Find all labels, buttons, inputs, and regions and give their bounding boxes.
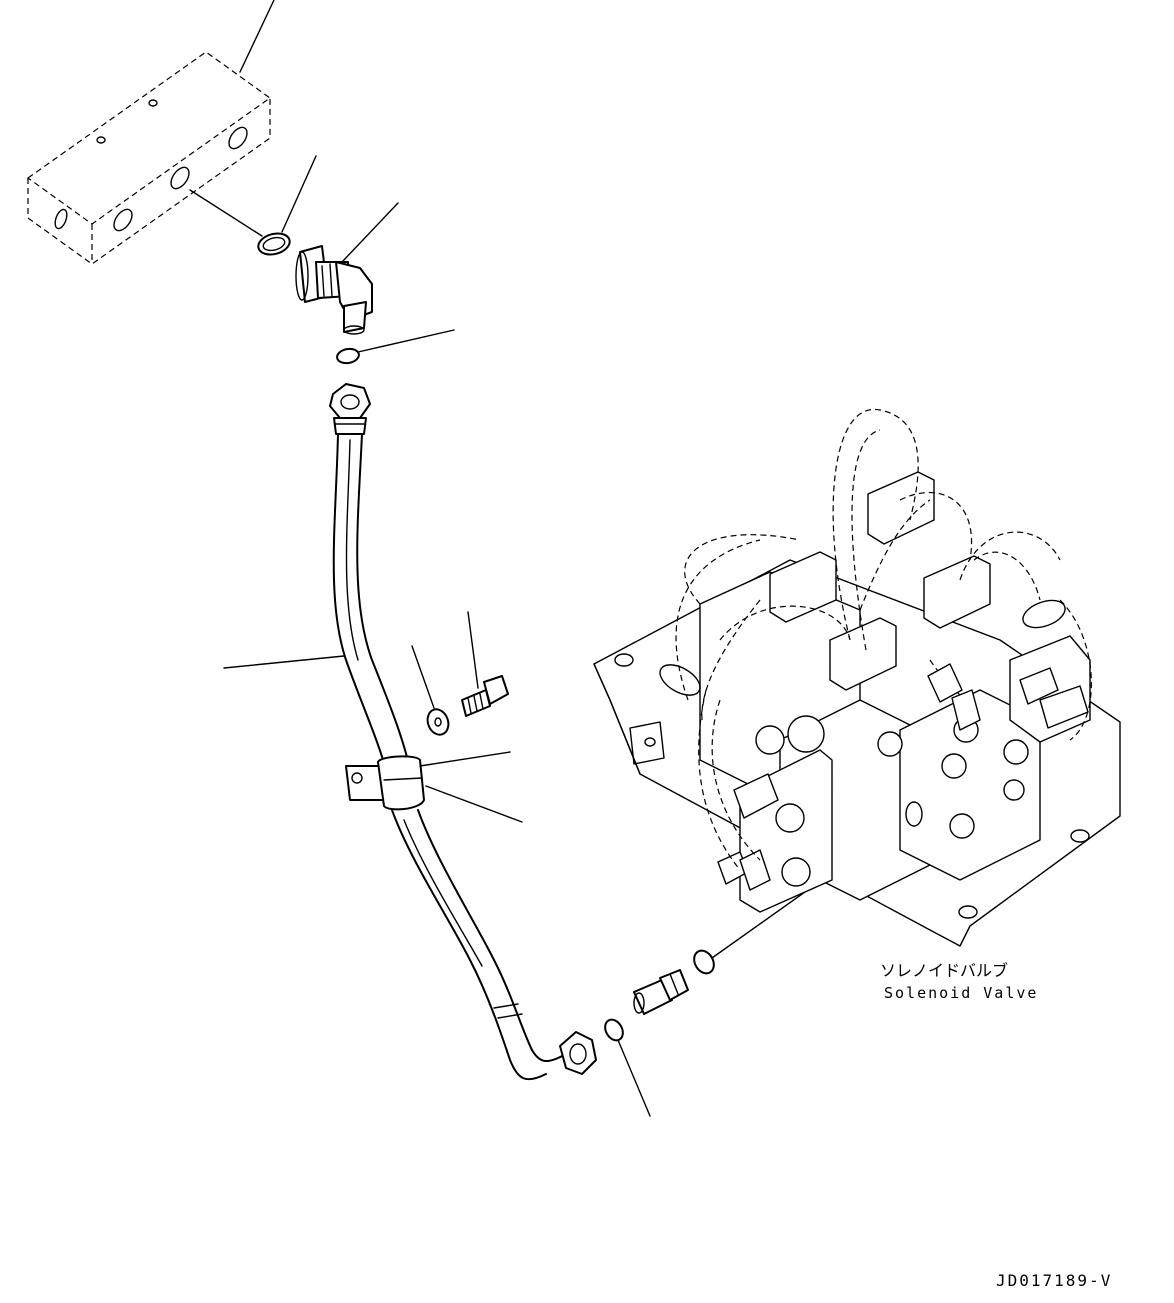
hose-nut-top xyxy=(329,383,371,435)
solenoid-valve-label-jp: ソレノイドバルブ xyxy=(880,961,1008,980)
hose-assembly xyxy=(332,433,597,1081)
hose-clamp xyxy=(345,755,425,811)
o-ring-lower xyxy=(604,1018,624,1042)
leader-lines-top xyxy=(189,0,455,353)
elbow-fitting xyxy=(295,245,373,335)
o-ring-adapter xyxy=(693,949,715,975)
straight-adapter xyxy=(633,969,689,1015)
solenoid-valve-label-en: Solenoid Valve xyxy=(884,984,1038,1002)
o-ring-small-upper xyxy=(336,347,360,365)
bolt xyxy=(461,611,509,717)
washer xyxy=(411,645,450,736)
manifold-block xyxy=(26,51,272,265)
drawing-number: JD017189-V xyxy=(996,1271,1112,1290)
solenoid-valve-assembly xyxy=(593,408,1121,947)
o-ring-upper xyxy=(257,232,291,256)
leader-lines-middle xyxy=(223,655,523,823)
